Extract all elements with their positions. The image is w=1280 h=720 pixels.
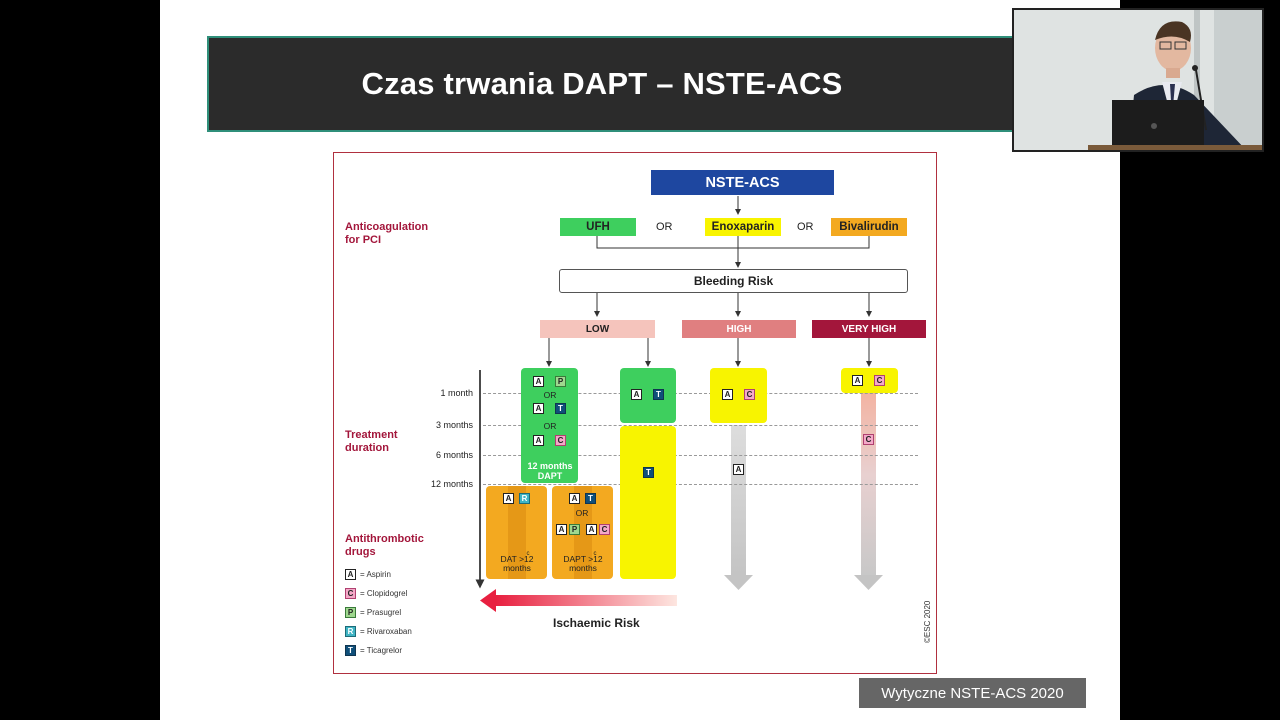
legend-item-rivaroxaban: R = Rivaroxaban	[345, 626, 412, 637]
legend-text: = Prasugrel	[360, 608, 402, 617]
risk-very-high-box: VERY HIGH	[812, 320, 926, 338]
aspirin-badge: A	[631, 389, 642, 400]
dat-over-12-months-label: DAT >12 months	[500, 554, 534, 573]
legend-item-prasugrel: P = Prasugrel	[345, 607, 401, 618]
aspirin-badge: A	[556, 524, 567, 535]
very-high-dapt-block	[841, 368, 898, 393]
or-text-1: OR	[656, 221, 673, 233]
dat-shade	[508, 486, 526, 579]
speaker-video	[1012, 8, 1264, 152]
risk-low-box: LOW	[540, 320, 655, 338]
clopidogrel-badge: C	[555, 435, 566, 446]
slide-title-bar: Czas trwania DAPT – NSTE-ACS	[207, 36, 1017, 132]
ticagrelor-badge: T	[555, 403, 566, 414]
or-text-low-3: OR	[575, 508, 589, 518]
antithrombotic-drugs-label: Antithrombotic drugs	[345, 533, 424, 558]
ticagrelor-badge: T	[345, 645, 356, 656]
anticoagulation-label: Anticoagulation for PCI	[345, 221, 429, 246]
aspirin-badge: A	[533, 403, 544, 414]
aspirin-badge: A	[586, 524, 597, 535]
clopidogrel-badge: C	[874, 375, 885, 386]
legend-text: = Aspirin	[360, 570, 391, 579]
high-dapt-block	[710, 368, 767, 423]
aspirin-badge: A	[345, 569, 356, 580]
aspirin-badge: A	[569, 493, 580, 504]
superscript-c: c	[593, 551, 597, 557]
ufh-box: UFH	[560, 218, 636, 236]
slide-title: Czas trwania DAPT – NSTE-ACS	[361, 66, 843, 101]
aspirin-badge: A	[533, 376, 544, 387]
enoxaparin-box: Enoxaparin	[705, 218, 781, 236]
legend-text: = Clopidogrel	[360, 589, 408, 598]
clopidogrel-badge: C	[345, 588, 356, 599]
dapt-12-months-label: 12 months DAPT	[527, 461, 573, 481]
dapt-shade	[574, 486, 592, 579]
treatment-duration-label: Treatment duration	[345, 429, 398, 454]
esc-copyright: ©ESC 2020	[923, 600, 932, 643]
tick-12-months: 12 months	[430, 479, 473, 489]
legend-item-aspirin: A = Aspirin	[345, 569, 391, 580]
aspirin-badge: A	[722, 389, 733, 400]
nste-acs-box: NSTE-ACS	[651, 170, 834, 195]
low-dapt-short-block	[620, 368, 676, 423]
or-text-low-2: OR	[543, 421, 557, 431]
superscript-c: c	[526, 551, 530, 557]
clopidogrel-badge: C	[599, 524, 610, 535]
low-dapt-12m-block	[521, 368, 578, 483]
clopidogrel-badge: C	[863, 434, 874, 445]
clopidogrel-badge: C	[744, 389, 755, 400]
tick-3-months: 3 months	[435, 420, 473, 430]
risk-high-box: HIGH	[682, 320, 796, 338]
dapt-over-12-months-label: DAPT >12 months	[563, 554, 603, 573]
legend-item-clopidogrel: C = Clopidogrel	[345, 588, 407, 599]
low-ticagrelor-mono-block	[620, 426, 676, 579]
timeline-12-months	[483, 484, 918, 485]
legend-item-ticagrelor: T = Ticagrelor	[345, 645, 402, 656]
aspirin-badge: A	[852, 375, 863, 386]
rivaroxaban-badge: R	[519, 493, 530, 504]
tick-6-months: 6 months	[435, 450, 473, 460]
rivaroxaban-badge: R	[345, 626, 356, 637]
timeline-3-months	[483, 425, 918, 426]
aspirin-badge: A	[533, 435, 544, 446]
ticagrelor-badge: T	[585, 493, 596, 504]
ticagrelor-badge: T	[653, 389, 664, 400]
prasugrel-badge: P	[555, 376, 566, 387]
bleeding-risk-box: Bleeding Risk	[559, 269, 908, 293]
legend-text: = Rivaroxaban	[360, 627, 412, 636]
bivalirudin-box: Bivalirudin	[831, 218, 907, 236]
timeline-6-months	[483, 455, 918, 456]
tick-1-month: 1 month	[440, 388, 473, 398]
aspirin-badge: A	[503, 493, 514, 504]
or-text-low-1: OR	[543, 390, 557, 400]
prasugrel-badge: P	[569, 524, 580, 535]
or-text-2: OR	[797, 221, 814, 233]
timeline-1-month	[483, 393, 918, 394]
prasugrel-badge: P	[345, 607, 356, 618]
ischaemic-risk-label: Ischaemic Risk	[553, 616, 640, 630]
aspirin-badge: A	[733, 464, 744, 475]
legend-text: = Ticagrelor	[360, 646, 403, 655]
video-caption: Wytyczne NSTE-ACS 2020	[859, 678, 1086, 708]
ticagrelor-badge: T	[643, 467, 654, 478]
